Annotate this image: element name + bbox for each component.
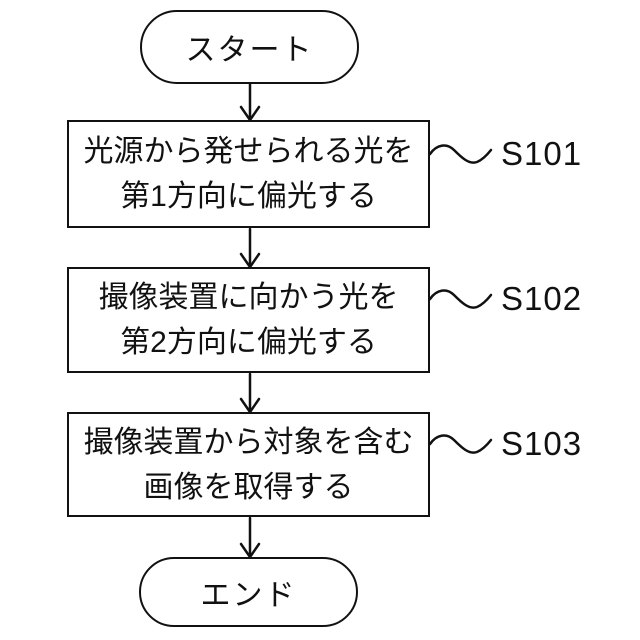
end-terminal-label: エンド: [200, 579, 297, 612]
flow-arrow-s103-to-end: [239, 516, 261, 560]
process-box-s102: 撮像装置に向かう光を 第2方向に偏光する: [67, 267, 430, 373]
start-terminal: スタート: [140, 10, 359, 84]
process-box-s103-line2: 画像を取得する: [143, 470, 354, 504]
end-terminal: エンド: [139, 557, 358, 627]
tilde-connector-s101: [428, 144, 493, 164]
step-label-s103: S103: [501, 425, 583, 462]
process-box-s103-line1: 撮像装置から対象を含む: [83, 425, 414, 459]
tilde-connector-s102: [428, 289, 493, 309]
start-terminal-label: スタート: [185, 34, 314, 67]
process-box-s102-line1: 撮像装置に向かう光を: [98, 281, 399, 314]
process-box-s101-line2: 第1方向に偏光する: [120, 180, 377, 213]
flow-arrow-s101-to-s102: [239, 227, 261, 270]
tilde-connector-s103: [428, 434, 493, 454]
process-box-s101-line1: 光源から発せられる光を: [83, 135, 414, 168]
process-box-s101: 光源から発せられる光を 第1方向に偏光する: [67, 120, 430, 228]
process-box-s103: 撮像装置から対象を含む 画像を取得する: [67, 412, 430, 517]
process-box-s102-line2: 第2方向に偏光する: [120, 326, 377, 359]
step-label-s102: S102: [501, 280, 583, 317]
step-label-s101: S101: [501, 135, 583, 172]
flow-arrow-start-to-s101: [239, 82, 261, 123]
flow-arrow-s102-to-s103: [239, 372, 261, 415]
